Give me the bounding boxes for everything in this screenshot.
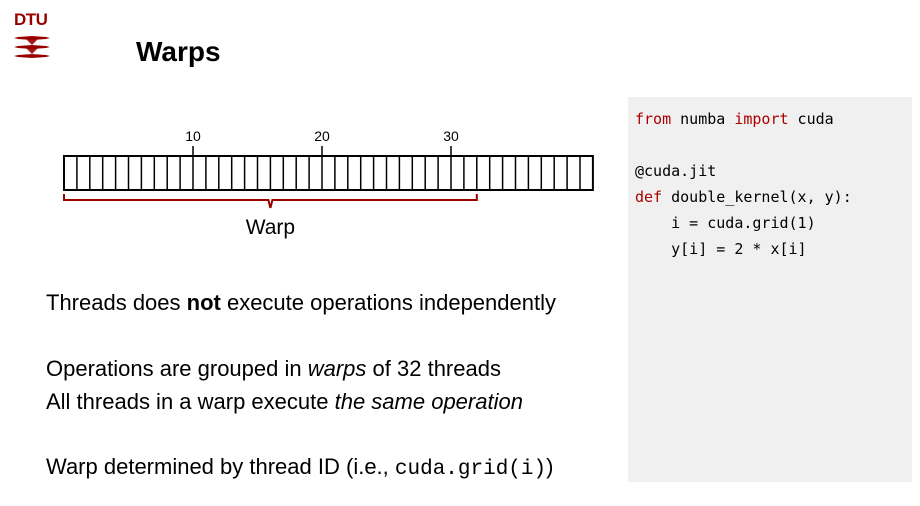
text-line-warp-determined: Warp determined by thread ID (i.e., cuda…: [46, 450, 553, 486]
text-emphasis-warps: warps: [307, 356, 367, 381]
text-part: Threads does: [46, 290, 187, 315]
text-line-threads-not-independent: Threads does not execute operations inde…: [46, 286, 556, 319]
text-part: execute operations independently: [220, 290, 556, 315]
thread-row: [63, 155, 594, 191]
logo-text: DTU: [14, 10, 48, 29]
code-block: from numba import cuda @cuda.jit def dou…: [628, 97, 912, 262]
text-part: Warp determined by thread ID (i.e.,: [46, 454, 395, 479]
tick-label: 30: [443, 128, 459, 144]
code-line-6: y[i] = 2 * x[i]: [635, 240, 807, 258]
slide-title: Warps: [136, 36, 221, 67]
code-line-5: i = cuda.grid(1): [635, 214, 816, 232]
thread-cells: [63, 155, 594, 191]
code-keyword: from: [635, 110, 672, 128]
tick-label: 20: [314, 128, 330, 144]
warp-brace: [63, 194, 478, 209]
dtu-logo: DTU: [14, 10, 52, 66]
text-emphasis-same-operation: the same operation: [334, 389, 523, 414]
code-line-1: from numba import cuda: [635, 110, 834, 128]
code-text: double_kernel(x, y):: [662, 188, 852, 206]
warp-diagram: 10203050 Warp: [63, 128, 594, 239]
code-text: cuda: [788, 110, 834, 128]
text-emphasis-not: not: [186, 290, 221, 315]
code-line-4: def double_kernel(x, y):: [635, 188, 852, 206]
code-text: numba: [671, 110, 735, 128]
tick-group: 10203050: [185, 128, 459, 156]
dtu-logo-mark-icon: [14, 36, 50, 58]
inline-code: cuda.grid(i): [394, 458, 547, 481]
text-part: of 32 threads: [366, 356, 501, 381]
code-keyword: import: [734, 110, 789, 128]
text-line-same-operation: All threads in a warp execute the same o…: [46, 385, 523, 418]
text-part: Operations are grouped in: [46, 356, 308, 381]
code-keyword: def: [635, 188, 663, 206]
code-panel: from numba import cuda @cuda.jit def dou…: [628, 97, 912, 482]
text-part: All threads in a warp execute: [46, 389, 335, 414]
text-line-warps-of-32: Operations are grouped in warps of 32 th…: [46, 352, 501, 385]
warp-label: Warp: [246, 216, 295, 239]
code-line-3: @cuda.jit: [635, 162, 717, 180]
text-part: ): [546, 454, 554, 479]
tick-label: 10: [185, 128, 201, 144]
